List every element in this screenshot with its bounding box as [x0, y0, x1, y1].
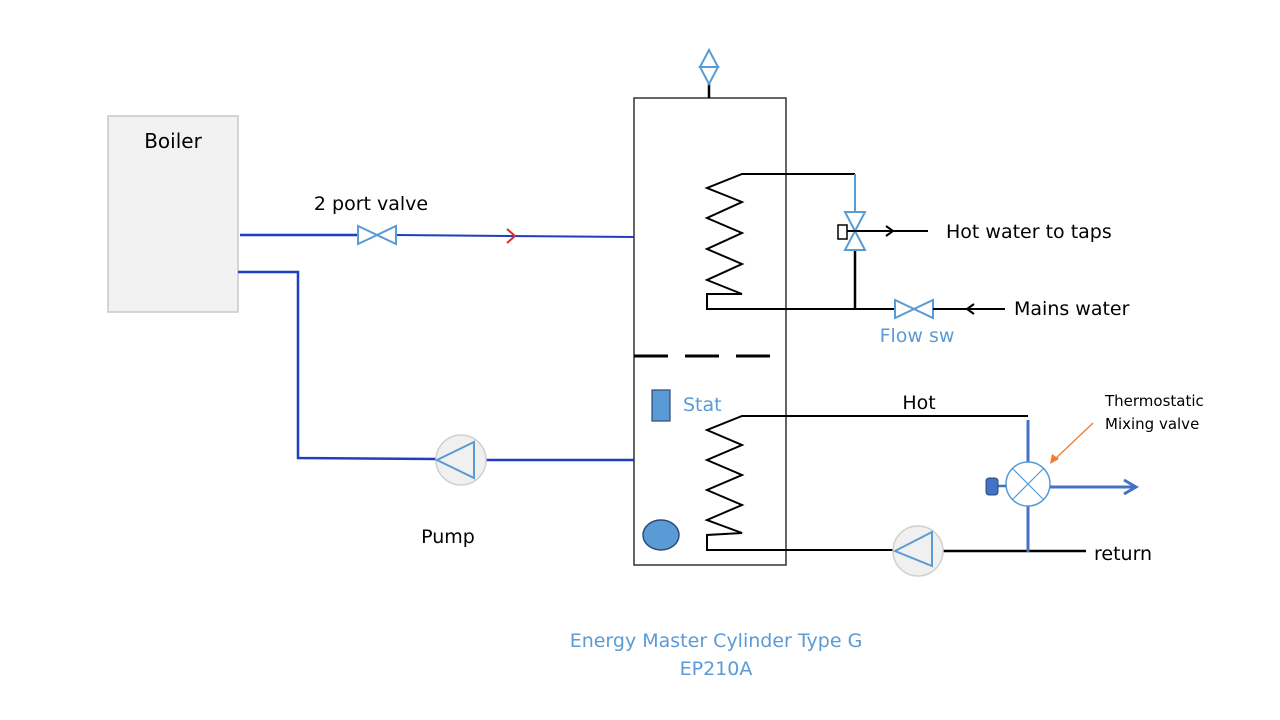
return-pipe-segment: [238, 270, 437, 461]
title-line1: Energy Master Cylinder Type G: [570, 630, 863, 652]
arrow-left-icon: [965, 303, 975, 315]
secondary-pump: [892, 525, 944, 577]
valve-icon: [357, 224, 380, 246]
mains-water-inlet: Mains water Flow sw: [855, 298, 1130, 347]
arrow-right-icon: [1123, 478, 1139, 496]
mains-water-label: Mains water: [1014, 298, 1130, 320]
diagram-title: Energy Master Cylinder Type G EP210A: [570, 630, 863, 680]
callout-line: [1053, 422, 1094, 461]
coil-icon: [704, 415, 1028, 551]
pump-icon: [892, 525, 944, 577]
two-port-valve: 2 port valve: [314, 193, 428, 246]
diverter-valve: Hot water to taps: [837, 211, 1112, 251]
diverter-valve-icon: [843, 211, 867, 234]
return-label: return: [1094, 543, 1152, 565]
pump-label: Pump: [421, 526, 475, 548]
callout-arrow-icon: [1050, 454, 1059, 464]
arrow-right-icon: [885, 225, 895, 237]
flow-sw-label: Flow sw: [880, 325, 955, 347]
stat-icon: [651, 389, 671, 422]
immersion-heater-icon: [642, 519, 680, 551]
upper-coil: [704, 173, 857, 310]
two-port-valve-label: 2 port valve: [314, 193, 428, 215]
valve-actuator-icon: [985, 477, 999, 496]
title-line2: EP210A: [680, 658, 753, 680]
boiler: Boiler: [107, 115, 239, 313]
cylinder: [633, 47, 787, 566]
thermostatic-label-line1: Thermostatic: [1104, 392, 1204, 410]
flow-switch-icon: [894, 298, 917, 320]
hot-water-to-taps-label: Hot water to taps: [946, 221, 1112, 243]
thermostatic-label-line2: Mixing valve: [1105, 415, 1199, 433]
vent-valve-icon: [698, 47, 720, 68]
actuator-icon: [837, 224, 848, 240]
primary-pump: Pump: [421, 434, 487, 548]
boiler-label: Boiler: [144, 129, 202, 153]
lower-coil: Hot return: [704, 392, 1152, 565]
coil-icon: [704, 173, 855, 310]
boiler-return-pipe: [238, 270, 634, 462]
cylinder-body: [633, 97, 787, 566]
thermostatic-mixing-valve: Thermostatic Mixing valve: [985, 392, 1204, 552]
stat-label: Stat: [683, 394, 722, 416]
pump-icon: [435, 434, 487, 486]
boiler-box: [107, 115, 239, 313]
flow-direction-arrow-icon: [506, 228, 517, 244]
hot-label: Hot: [902, 392, 935, 414]
thermostat: Stat: [651, 389, 722, 422]
boiler-flow-pipe: [240, 228, 635, 244]
